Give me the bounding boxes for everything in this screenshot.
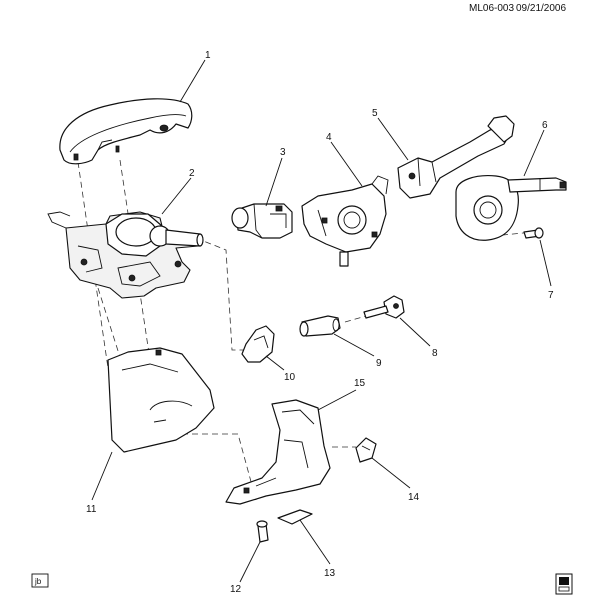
document-icon: [555, 573, 573, 595]
multifunction-switch-lever: [397, 115, 515, 199]
callout-8: 8: [432, 348, 438, 359]
callout-2: 2: [189, 168, 195, 179]
lower-column-cover-right: [225, 399, 331, 505]
callout-5: 5: [372, 108, 378, 119]
upper-column-cover: [59, 98, 193, 165]
leader-7: [539, 239, 552, 287]
trim-plate: [277, 509, 313, 525]
leader-9: [333, 333, 375, 357]
leader-11: [91, 451, 113, 501]
ignition-bezel: [241, 325, 275, 363]
callout-4: 4: [326, 132, 332, 143]
callout-1: 1: [205, 50, 211, 61]
ignition-key: [363, 295, 405, 319]
callout-9: 9: [376, 358, 382, 369]
author-tag-box: jb: [31, 573, 49, 588]
callout-15: 15: [354, 378, 366, 389]
steering-column-assembly: [47, 211, 204, 299]
leader-8: [399, 317, 431, 347]
diagram-code: ML06-003: [469, 3, 514, 14]
ignition-switch: [231, 203, 293, 239]
alignment-line-lower: [182, 433, 257, 501]
leader-15: [317, 389, 357, 411]
leader-12: [239, 541, 261, 583]
leader-4: [330, 141, 363, 187]
lock-cylinder: [299, 315, 341, 337]
callout-11: 11: [86, 504, 97, 515]
leader-10: [265, 355, 285, 371]
clock-spring-wiper-switch: [455, 175, 567, 241]
leader-2: [161, 177, 192, 215]
callout-6: 6: [542, 120, 548, 131]
diagram-date: 09/21/2006: [516, 3, 566, 14]
leader-14: [371, 457, 411, 489]
callout-13: 13: [324, 568, 336, 579]
alignment-line-column: [97, 287, 127, 377]
callout-3: 3: [280, 147, 286, 158]
callout-14: 14: [408, 492, 420, 503]
leader-13: [299, 519, 331, 565]
retaining-clip: [355, 437, 377, 463]
lower-screw: [256, 520, 269, 543]
leader-6: [523, 129, 545, 177]
leader-3: [265, 157, 283, 207]
leader-5: [377, 117, 409, 161]
callout-12: 12: [230, 584, 242, 595]
screw: [523, 227, 544, 239]
alignment-line-switch: [195, 237, 248, 351]
callout-7: 7: [548, 290, 554, 301]
callout-10: 10: [284, 372, 296, 383]
lock-housing: [301, 175, 389, 267]
author-tag: jb: [34, 577, 42, 586]
lower-column-cover-left: [107, 347, 215, 453]
leader-1: [179, 59, 206, 103]
